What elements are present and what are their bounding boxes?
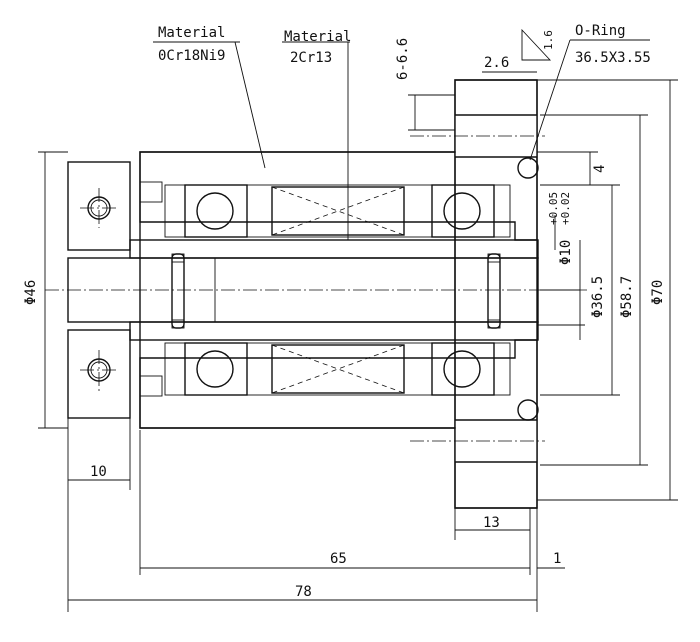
shaft [67,239,539,341]
material-label-1: Material [158,25,225,41]
left-flange-block [67,161,163,419]
oring-size: 36.5X3.55 [575,50,651,66]
material-label-2: Material [284,29,351,45]
dim-d10: Φ10 [558,240,574,265]
dim-65: 65 [330,551,347,567]
mounting-flange [410,79,545,509]
ball-bearings [184,184,495,396]
dimension-lines [38,28,678,612]
dim-1: 1 [553,551,561,567]
dim-13: 13 [483,515,500,531]
dim-10: 10 [90,464,107,480]
hole-spec: 6-6.6 [395,38,411,80]
needle-bearings [271,186,405,394]
roughness-symbol: 1.6 [542,30,555,50]
dim-d46: Φ46 [23,280,39,305]
dim-d10-tol-lower: +0.02 [559,192,572,225]
dim-4: 4 [592,165,608,173]
dim-d70: Φ70 [650,280,666,305]
shaft-seals [171,253,501,329]
dim-78: 78 [295,584,312,600]
dim-d10-tol-upper: +0.05 [547,192,560,225]
dim-2-6: 2.6 [484,55,509,71]
material-value-1: 0Cr18Ni9 [158,48,225,64]
dim-d58-7: Φ58.7 [619,276,635,318]
outer-o-ring [517,157,539,421]
oring-label: O-Ring [575,23,626,39]
material-value-2: 2Cr13 [290,50,332,66]
dim-d36-5: Φ36.5 [590,276,606,318]
